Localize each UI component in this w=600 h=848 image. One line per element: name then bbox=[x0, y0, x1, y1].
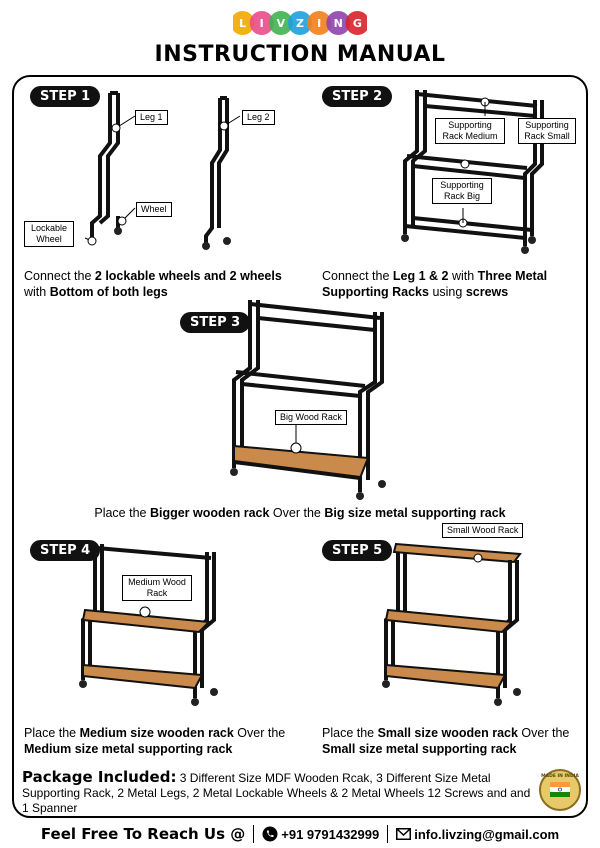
logo-circle bbox=[233, 11, 255, 35]
instruction-frame bbox=[12, 75, 588, 818]
callout-leg-2: Leg 2 bbox=[242, 110, 275, 125]
callout-supporting-rack-big: Supporting Rack Big bbox=[432, 178, 492, 204]
india-flag-icon bbox=[550, 782, 570, 797]
step-5-rack-figure bbox=[382, 542, 522, 706]
callout-big-wood-rack: Big Wood Rack bbox=[275, 410, 347, 425]
step-4-rack-figure bbox=[79, 544, 218, 706]
callout-medium-wood-rack: Medium Wood Rack bbox=[122, 575, 192, 601]
divider bbox=[387, 825, 389, 843]
step-1-caption: Connect the 2 lockable wheels and 2 whee… bbox=[24, 269, 282, 299]
package-included: Package Included: 3 Different Size MDF W… bbox=[22, 770, 537, 816]
step-3-badge: STEP 3 bbox=[180, 312, 251, 333]
callout-supporting-rack-medium: Supporting Rack Medium bbox=[435, 118, 505, 144]
email-address[interactable]: info.livzing@gmail.com bbox=[414, 826, 560, 842]
mail-icon bbox=[396, 828, 412, 840]
package-text: 3 Different Size MDF Wooden Rcak, 3 Diff… bbox=[22, 771, 531, 815]
footer: Feel Free To Reach Us @ +91 9791432999 i… bbox=[0, 820, 600, 848]
callout-leg-1: Leg 1 bbox=[135, 110, 168, 125]
step-1-badge: STEP 1 bbox=[30, 86, 101, 107]
step-5-badge: STEP 5 bbox=[322, 540, 393, 561]
callout-supporting-rack-small: Supporting Rack Small bbox=[518, 118, 576, 144]
logo-letter: Z bbox=[296, 17, 304, 30]
logo-circle bbox=[268, 11, 293, 35]
logo-circle bbox=[326, 11, 351, 35]
phone-contact[interactable]: +91 9791432999 bbox=[262, 826, 379, 842]
step-4-badge: STEP 4 bbox=[30, 540, 101, 561]
step-2-frame-figure bbox=[401, 90, 544, 254]
step-3-caption: Place the Bigger wooden rack Over the Bi… bbox=[94, 506, 506, 520]
logo-letter: I bbox=[260, 17, 264, 30]
step-1-legs-figure bbox=[84, 91, 241, 250]
step-4-caption: Place the Medium size wooden rack Over t… bbox=[24, 726, 286, 756]
step-3-rack-figure bbox=[230, 300, 386, 500]
logo-circle bbox=[249, 11, 274, 35]
made-in-india-seal: MADE IN INDIA bbox=[539, 769, 581, 811]
step-2-caption: Connect the Leg 1 & 2 with Three Metal S… bbox=[322, 269, 548, 299]
step-2-badge: STEP 2 bbox=[322, 86, 393, 107]
seal-text: MADE IN INDIA bbox=[541, 773, 579, 779]
email-contact[interactable]: info.livzing@gmail.com bbox=[396, 827, 559, 842]
callout-lockable-wheel: Lockable Wheel bbox=[24, 221, 74, 247]
phone-icon bbox=[262, 826, 278, 842]
callout-wheel: Wheel bbox=[136, 202, 172, 217]
callout-small-wood-rack: Small Wood Rack bbox=[442, 523, 524, 538]
logo-circle bbox=[307, 11, 332, 35]
logo-letter: L bbox=[239, 17, 246, 30]
divider bbox=[253, 825, 255, 843]
phone-number[interactable]: +91 9791432999 bbox=[281, 826, 380, 842]
logo-letter: G bbox=[353, 17, 362, 30]
logo-circle bbox=[288, 11, 312, 35]
logo-letter: V bbox=[277, 17, 286, 30]
step-5-caption: Place the Small size wooden rack Over th… bbox=[322, 726, 570, 756]
page-title: INSTRUCTION MANUAL bbox=[154, 42, 446, 67]
package-label: Package Included: bbox=[22, 768, 177, 786]
reach-us-label: Feel Free To Reach Us @ bbox=[40, 825, 246, 843]
logo-circle bbox=[345, 11, 367, 35]
logo-letter: N bbox=[334, 17, 343, 30]
logo-letter: I bbox=[317, 17, 321, 30]
